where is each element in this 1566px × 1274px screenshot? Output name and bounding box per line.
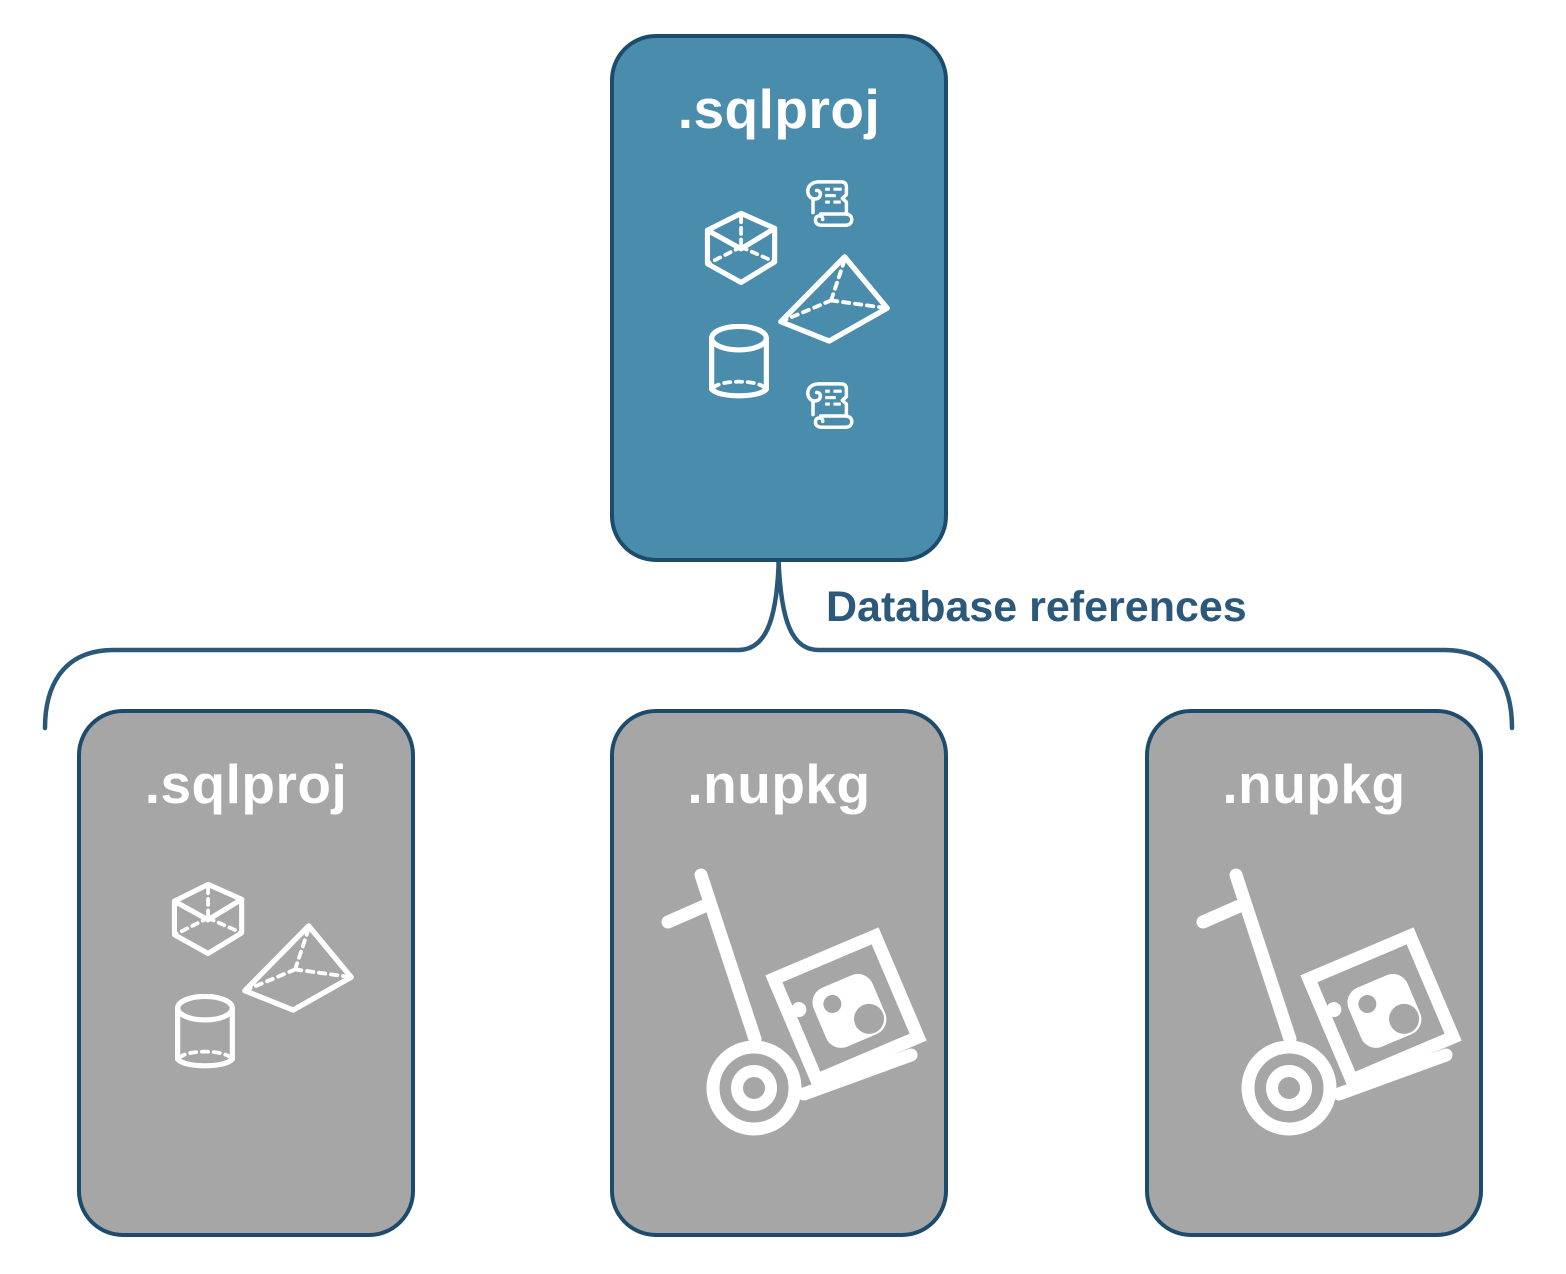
cube-icon <box>700 204 784 290</box>
cylinder-icon <box>705 324 773 407</box>
handtruck-package-icon <box>1169 858 1469 1148</box>
node-child-nupkg-1: .nupkg <box>610 709 948 1237</box>
node-child-nupkg-2: .nupkg <box>1145 709 1483 1237</box>
brace-path <box>42 559 1515 731</box>
node-child-sqlproj: .sqlproj <box>77 709 415 1237</box>
scroll-icon <box>800 376 855 433</box>
node-title: .nupkg <box>1222 753 1406 815</box>
pyramid-icon <box>775 252 893 345</box>
handtruck-package-icon <box>634 858 934 1148</box>
scroll-icon <box>800 174 855 231</box>
node-title: .nupkg <box>687 753 871 815</box>
node-root-sqlproj: .sqlproj <box>610 34 948 562</box>
cylinder-icon <box>171 994 239 1077</box>
node-title: .sqlproj <box>677 78 881 140</box>
connector-label: Database references <box>826 583 1247 631</box>
pyramid-icon <box>239 921 357 1014</box>
node-title: .sqlproj <box>144 753 348 815</box>
